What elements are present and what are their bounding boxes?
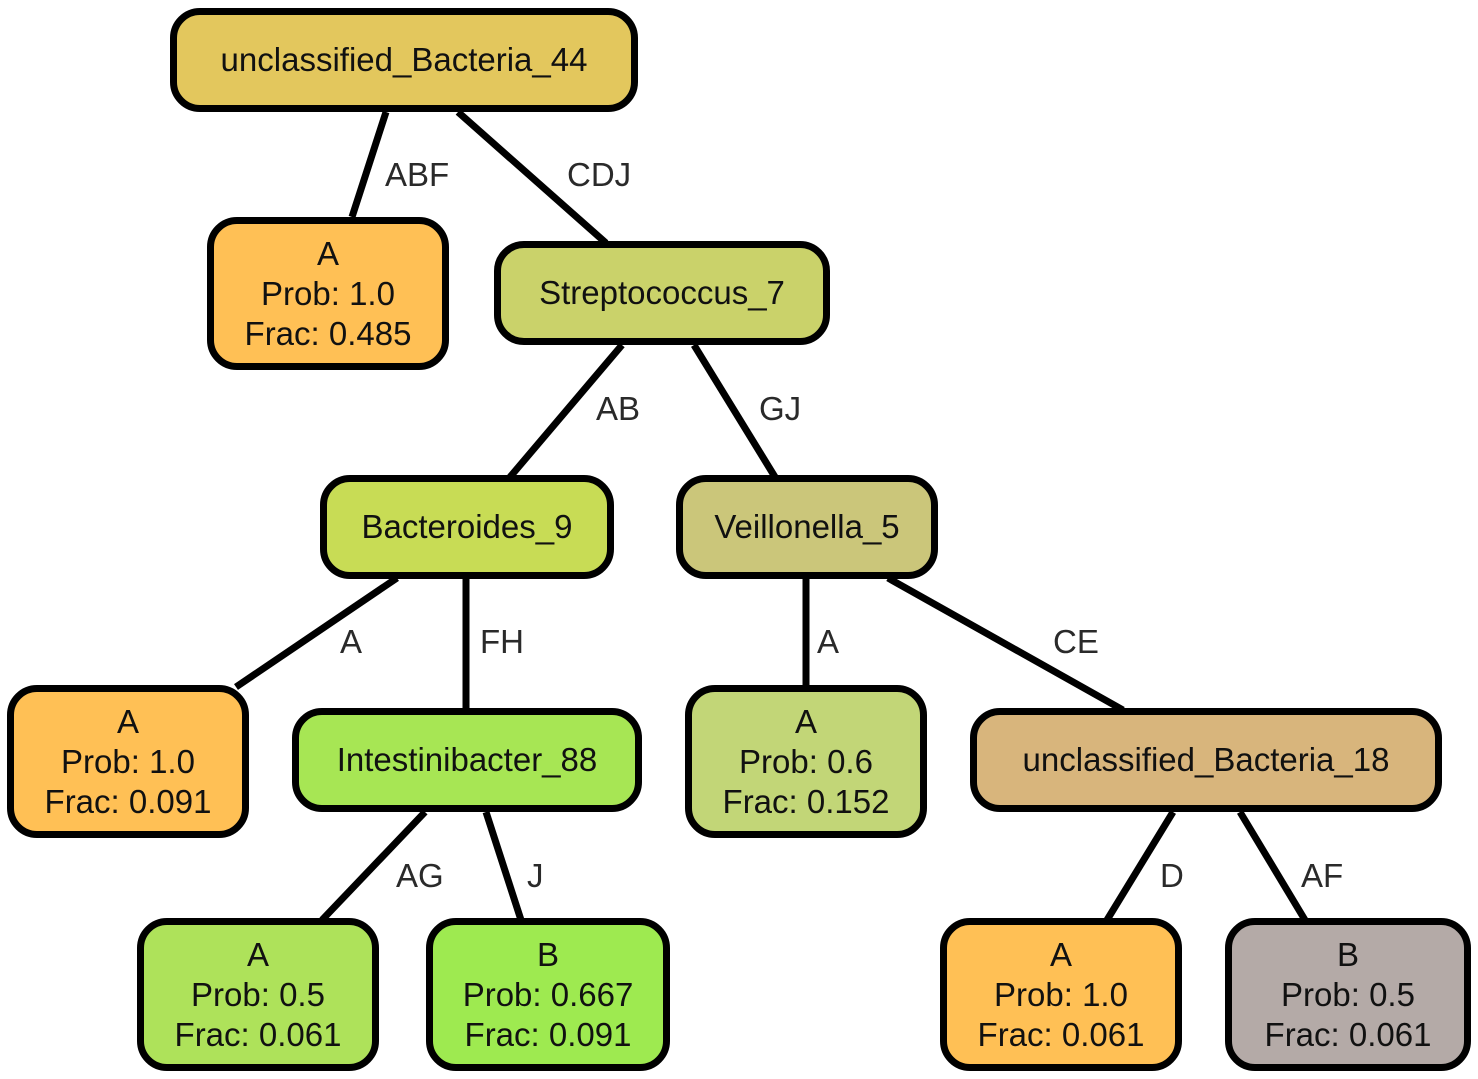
edge-label-veil-unc18: CE (1053, 623, 1099, 660)
leaf-frac: Frac: 0.061 (1264, 1015, 1432, 1053)
leaf-node-b-1: B Prob: 0.667 Frac: 0.091 (426, 918, 670, 1071)
edge-bact-leaf2 (234, 575, 399, 690)
node-unclassified-bacteria-44: unclassified_Bacteria_44 (170, 8, 638, 112)
node-bacteroides-9: Bacteroides_9 (320, 475, 614, 579)
leaf-frac: Frac: 0.091 (464, 1015, 632, 1053)
leaf-frac: Frac: 0.061 (977, 1015, 1145, 1053)
leaf-prob: Prob: 0.5 (1281, 975, 1415, 1013)
node-label: Streptococcus_7 (539, 274, 785, 311)
edge-unc18-leaf7 (1237, 810, 1308, 922)
edge-label-bact-leaf2: A (340, 623, 363, 660)
node-veillonella-5: Veillonella_5 (676, 475, 938, 579)
leaf-prob: Prob: 0.667 (462, 975, 634, 1013)
leaf-prob: Prob: 1.0 (994, 975, 1128, 1013)
leaf-node-a-2: A Prob: 1.0 Frac: 0.091 (7, 685, 249, 838)
edge-strep-bact (507, 342, 625, 480)
edge-label-unc18-leaf6: D (1160, 857, 1184, 894)
leaf-frac: Frac: 0.061 (174, 1015, 342, 1053)
node-intestinibacter-88: Intestinibacter_88 (292, 708, 642, 812)
leaf-prob: Prob: 0.6 (739, 742, 873, 780)
node-label: unclassified_Bacteria_44 (220, 41, 588, 78)
edge-unc18-leaf6 (1104, 810, 1176, 922)
edge-intes-leaf4 (319, 809, 428, 923)
node-label: unclassified_Bacteria_18 (1022, 741, 1390, 778)
leaf-node-b-2: B Prob: 0.5 Frac: 0.061 (1225, 918, 1471, 1071)
leaf-class: A (116, 702, 139, 740)
leaf-node-a-5: A Prob: 1.0 Frac: 0.061 (940, 918, 1182, 1071)
edge-label-root-leaf1: ABF (385, 156, 450, 193)
leaf-class: A (1049, 935, 1072, 973)
leaf-class: B (536, 935, 559, 973)
node-label: Bacteroides_9 (361, 508, 573, 545)
node-unclassified-bacteria-18: unclassified_Bacteria_18 (970, 708, 1442, 812)
leaf-node-a-1: A Prob: 1.0 Frac: 0.485 (207, 217, 449, 370)
edge-strep-veil (691, 343, 778, 479)
leaf-prob: Prob: 1.0 (261, 274, 395, 312)
edge-intes-leaf5 (482, 810, 525, 922)
leaf-node-a-3: A Prob: 0.6 Frac: 0.152 (685, 685, 927, 838)
leaf-frac: Frac: 0.091 (44, 782, 212, 820)
edge-label-strep-bact: AB (596, 390, 641, 427)
leaf-frac: Frac: 0.485 (244, 314, 412, 352)
edge-label-root-strep: CDJ (567, 156, 632, 193)
edge-label-strep-veil: GJ (759, 390, 802, 427)
leaf-prob: Prob: 0.5 (191, 975, 325, 1013)
edge-label-intes-leaf4: AG (396, 857, 444, 894)
leaf-frac: Frac: 0.152 (722, 782, 890, 820)
edge-label-unc18-leaf7: AF (1301, 857, 1344, 894)
node-streptococcus-7: Streptococcus_7 (494, 241, 830, 345)
edge-label-bact-intes: FH (480, 623, 524, 660)
edge-veil-unc18 (886, 574, 1125, 714)
node-label: Intestinibacter_88 (336, 741, 598, 778)
edge-root-leaf1 (348, 110, 390, 219)
node-label: Veillonella_5 (714, 508, 900, 545)
edge-label-veil-leaf3: A (817, 623, 840, 660)
edge-label-intes-leaf5: J (527, 857, 544, 894)
leaf-class: A (794, 702, 817, 740)
edge-root-strep (455, 109, 609, 246)
leaf-class: A (316, 234, 339, 272)
leaf-prob: Prob: 1.0 (61, 742, 195, 780)
leaf-node-a-4: A Prob: 0.5 Frac: 0.061 (137, 918, 379, 1071)
leaf-class: A (246, 935, 269, 973)
leaf-class: B (1336, 935, 1359, 973)
